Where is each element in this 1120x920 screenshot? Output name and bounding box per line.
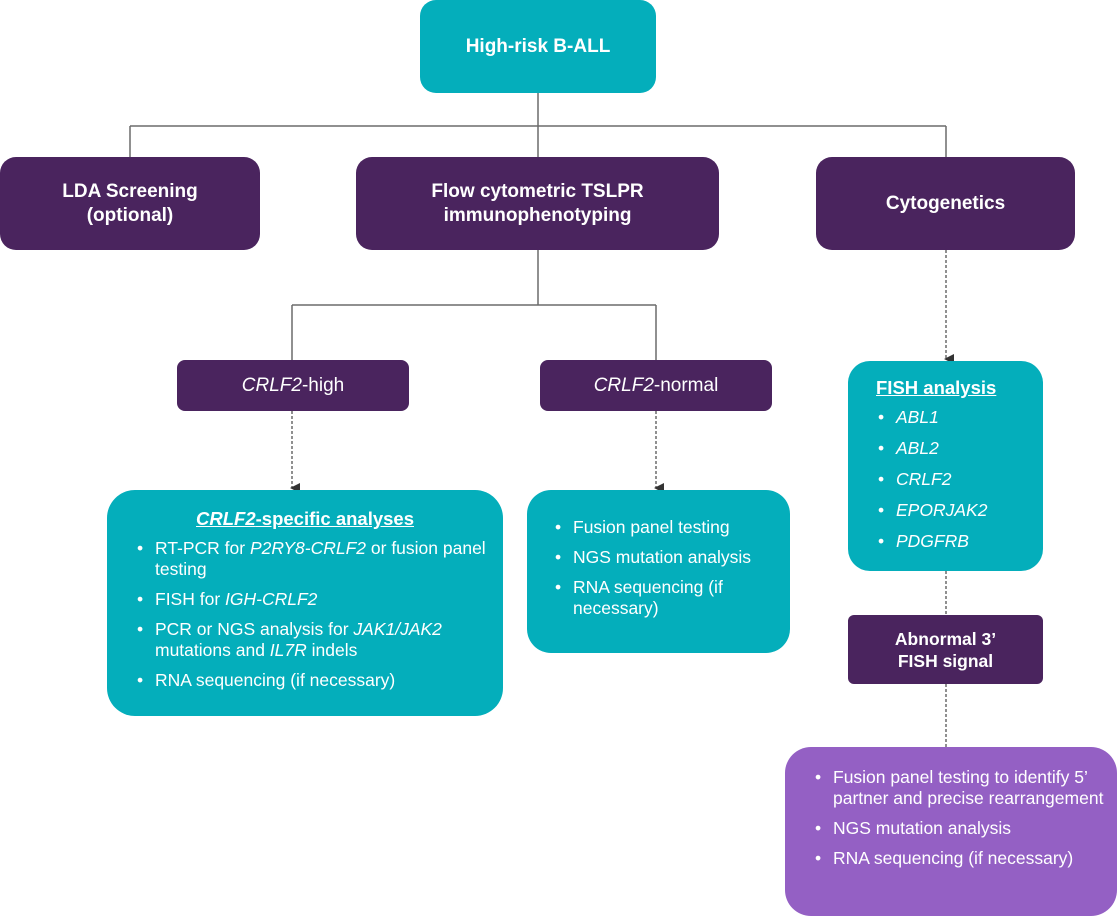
list-item-text: ABL2	[896, 438, 939, 458]
list-item-text: NGS mutation analysis	[573, 547, 751, 567]
node-lda-screening: LDA Screening (optional)	[0, 157, 260, 250]
gene-name-text: P2RY8-CRLF2	[249, 538, 367, 558]
list-item-text: RNA sequencing (if necessary)	[833, 848, 1074, 868]
node-crlf2-high: CRLF2-high	[177, 360, 409, 411]
node-cytogenetics: Cytogenetics	[816, 157, 1075, 250]
list-item-text: RNA sequencing (if necessary)	[573, 577, 723, 618]
crlf2-normal-tests-list: Fusion panel testing NGS mutation analys…	[553, 517, 780, 619]
gene-name-text: JAK1/JAK2	[353, 619, 442, 639]
list-item: Fusion panel testing to identify 5’ part…	[813, 767, 1107, 809]
list-item-text: Fusion panel testing to identify 5’ part…	[833, 767, 1104, 808]
crlf2-specific-heading-suffix: -specific analyses	[255, 508, 414, 529]
list-item: ABL2	[876, 438, 1033, 459]
list-item-text: PDGFRB	[896, 531, 969, 551]
abnormal-label-line1: Abnormal 3’	[894, 628, 997, 649]
fusion-followup-list: Fusion panel testing to identify 5’ part…	[813, 767, 1107, 869]
cyto-label: Cytogenetics	[885, 192, 1006, 214]
list-item-text: RNA sequencing (if necessary)	[155, 670, 396, 690]
flow-label-line2: immunophenotyping	[443, 204, 632, 226]
list-item: CRLF2	[876, 469, 1033, 490]
abnormal-label-line2: FISH signal	[897, 650, 994, 671]
lda-label-line1: LDA Screening	[62, 180, 198, 202]
node-crlf2-normal: CRLF2-normal	[540, 360, 772, 411]
list-item-text: RT-PCR for	[155, 538, 250, 558]
list-item: RNA sequencing (if necessary)	[135, 670, 491, 691]
root-node-label: High-risk B-ALL	[465, 35, 611, 57]
list-item: FISH for IGH-CRLF2	[135, 589, 491, 610]
flow-label-line1: Flow cytometric TSLPR	[431, 180, 644, 202]
list-item: NGS mutation analysis	[553, 547, 780, 568]
fish-analysis-list: ABL1 ABL2 CRLF2 EPORJAK2 PDGFRB	[876, 407, 1033, 552]
node-crlf2-specific-analyses: CRLF2-specific analyses RT-PCR for P2RY8…	[107, 490, 503, 716]
node-abnormal-fish-signal: Abnormal 3’ FISH signal	[848, 615, 1043, 684]
fish-analysis-heading: FISH analysis	[876, 377, 997, 398]
list-item: EPORJAK2	[876, 500, 1033, 521]
root-node-high-risk-b-all: High-risk B-ALL	[420, 0, 656, 93]
list-item-text: indels	[306, 640, 358, 660]
node-fusion-followup: Fusion panel testing to identify 5’ part…	[785, 747, 1117, 916]
list-item-text: NGS mutation analysis	[833, 818, 1011, 838]
crlf2-high-suffix: -high	[301, 374, 345, 396]
crlf2-high-gene: CRLF2	[241, 374, 302, 396]
list-item-text: or fusion panel testing	[155, 538, 486, 579]
crlf2-normal-suffix: -normal	[653, 374, 719, 396]
crlf2-specific-heading: CRLF2-specific analyses	[119, 508, 491, 530]
node-fish-analysis: FISH analysis ABL1 ABL2 CRLF2 EPORJAK2 P…	[848, 361, 1043, 571]
list-item-text: Fusion panel testing	[573, 517, 730, 537]
list-item: RT-PCR for P2RY8-CRLF2 or fusion panel t…	[135, 538, 491, 580]
list-item: PCR or NGS analysis for JAK1/JAK2 mutati…	[135, 619, 491, 661]
node-crlf2-normal-tests: Fusion panel testing NGS mutation analys…	[527, 490, 790, 653]
list-item-text: mutations and	[155, 640, 270, 660]
list-item: RNA sequencing (if necessary)	[813, 848, 1107, 869]
list-item-text: PCR or NGS analysis for	[155, 619, 354, 639]
lda-label-line2: (optional)	[86, 204, 174, 226]
list-item: PDGFRB	[876, 531, 1033, 552]
node-flow-cytometric: Flow cytometric TSLPR immunophenotyping	[356, 157, 719, 250]
crlf2-specific-heading-gene: CRLF2	[196, 508, 256, 529]
list-item: NGS mutation analysis	[813, 818, 1107, 839]
list-item-text: FISH for	[155, 589, 226, 609]
crlf2-specific-list: RT-PCR for P2RY8-CRLF2 or fusion panel t…	[135, 538, 491, 691]
list-item-text: EPORJAK2	[896, 500, 988, 520]
list-item-text: CRLF2	[896, 469, 952, 489]
crlf2-normal-gene: CRLF2	[593, 374, 654, 396]
gene-name-text: IL7R	[269, 640, 307, 660]
list-item-text: ABL1	[896, 407, 939, 427]
gene-name-text: IGH-CRLF2	[225, 589, 318, 609]
list-item: RNA sequencing (if necessary)	[553, 577, 723, 619]
list-item: ABL1	[876, 407, 1033, 428]
list-item: Fusion panel testing	[553, 517, 780, 538]
